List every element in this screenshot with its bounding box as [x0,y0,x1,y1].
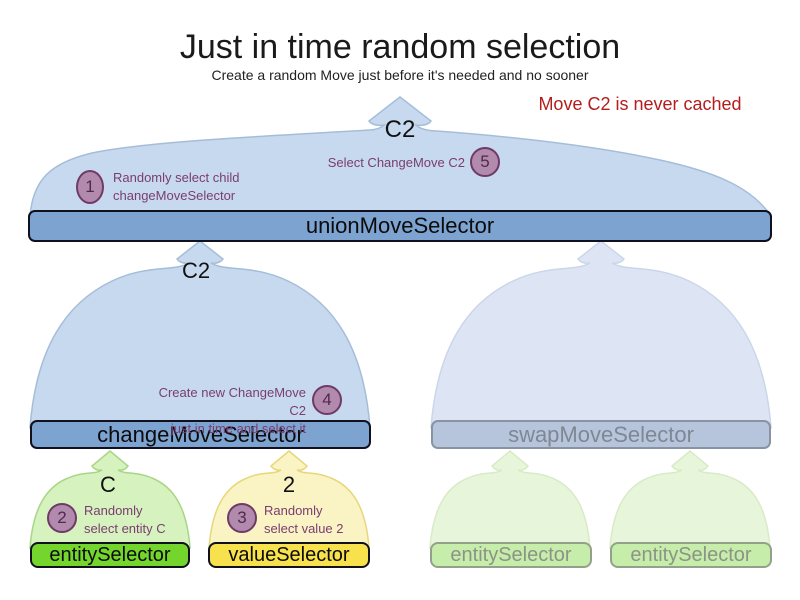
step-2-text: Randomly select entity C [84,502,166,538]
union-arch-shape [29,96,773,217]
entity-selector-faded-bar-2[interactable]: entitySelector [610,542,772,568]
step-3-badge: 3 [227,503,257,533]
change-arch-shape [29,240,371,429]
move-label-union-c2: C2 [384,116,416,143]
step-5-text: Select ChangeMove C2 [300,154,465,172]
entity-faded-arch-1-shape [429,450,591,549]
page-title: Just in time random selection [179,28,621,66]
move-label-value-2: 2 [282,472,296,497]
cache-note: Move C2 is never cached [538,94,742,114]
swap-move-selector-bar[interactable]: swapMoveSelector [431,420,771,449]
step-1-line-1: Randomly select child [113,170,240,185]
value-selector-bar[interactable]: valueSelector [208,542,370,568]
union-move-selector-bar[interactable]: unionMoveSelector [28,210,772,242]
step-3-line-1: Randomly [264,503,323,518]
step-3-line-2: select value 2 [264,521,344,536]
entity-selector-bar[interactable]: entitySelector [30,542,190,568]
step-5-line-1: Select ChangeMove C2 [327,155,465,170]
step-3-text: Randomly select value 2 [264,502,344,538]
page-subtitle: Create a random Move just before it's ne… [211,67,589,83]
step-5-badge: 5 [470,147,500,177]
step-4-line-1: Create new ChangeMove C2 [158,385,306,418]
step-4-line-2: just in time and select it [170,421,306,436]
entity-faded-arch-2-shape [609,450,771,549]
move-label-entity-c: C [100,472,116,497]
swap-arch-shape [430,240,772,429]
change-move-selector-bar[interactable]: changeMoveSelector [30,420,371,449]
entity-selector-faded-bar-1[interactable]: entitySelector [430,542,592,568]
step-2-line-2: select entity C [84,521,166,536]
step-1-line-2: changeMoveSelector [113,188,236,203]
step-1-badge: 1 [76,170,104,204]
move-label-change-c2: C2 [181,258,211,283]
step-1-text: Randomly select child changeMoveSelector [113,169,239,205]
step-2-badge: 2 [47,503,77,533]
step-4-text: Create new ChangeMove C2 just in time an… [140,384,306,438]
step-2-line-1: Randomly [84,503,143,518]
step-4-badge: 4 [312,385,342,415]
